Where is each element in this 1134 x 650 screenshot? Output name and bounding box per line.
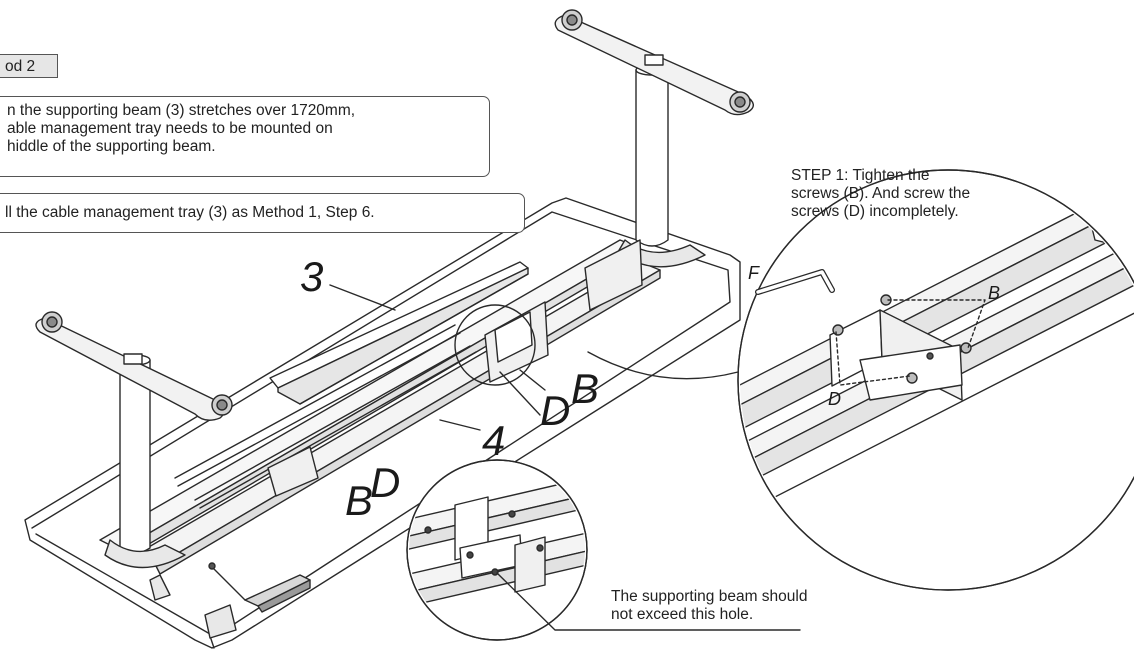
install-instruction-text: ll the cable management tray (3) as Meth… bbox=[5, 204, 375, 221]
step-line: screws (B). And screw the bbox=[791, 185, 971, 202]
control-box bbox=[208, 562, 311, 613]
install-instruction-box: ll the cable management tray (3) as Meth… bbox=[0, 193, 525, 233]
note-line: able management tray needs to be mounted… bbox=[7, 120, 333, 137]
note-line: n the supporting beam (3) stretches over… bbox=[7, 102, 356, 119]
label-screw-d-center: D bbox=[540, 387, 571, 434]
label-screw-b-detail: B bbox=[988, 283, 1001, 303]
note-box: n the supporting beam (3) stretches over… bbox=[0, 96, 490, 177]
step-line: STEP 1: Tighten the bbox=[791, 167, 930, 184]
step1-callout: STEP 1: Tighten the screws (B). And scre… bbox=[791, 167, 970, 221]
label-screw-b-center: B bbox=[571, 365, 600, 412]
label-screw-d-left: D bbox=[370, 459, 401, 506]
step1-detail-circle bbox=[587, 169, 1134, 591]
method-label: od 2 bbox=[0, 54, 58, 78]
magnifier-center bbox=[454, 304, 536, 386]
label-screw-b-left: B bbox=[345, 477, 374, 524]
leader-4 bbox=[439, 419, 481, 431]
rear-leg bbox=[554, 9, 754, 268]
hole-line: not exceed this hole. bbox=[611, 606, 754, 623]
leader-3 bbox=[329, 284, 396, 311]
step-line: screws (D) incompletely. bbox=[791, 203, 959, 220]
hole-line: The supporting beam should bbox=[611, 588, 808, 605]
method-label-text: od 2 bbox=[5, 58, 36, 75]
cable-tray-3 bbox=[269, 261, 529, 405]
front-leg bbox=[35, 311, 233, 569]
label-tool-f: F bbox=[748, 263, 759, 283]
hole-callout: The supporting beam should not exceed th… bbox=[611, 588, 807, 624]
label-part-3: 3 bbox=[300, 253, 324, 300]
note-line: hiddle of the supporting beam. bbox=[7, 138, 216, 155]
beam-joint bbox=[267, 239, 643, 497]
hole-detail-circle bbox=[406, 459, 801, 641]
label-part-4: 4 bbox=[482, 417, 506, 464]
label-screw-d-detail: D bbox=[828, 389, 841, 409]
